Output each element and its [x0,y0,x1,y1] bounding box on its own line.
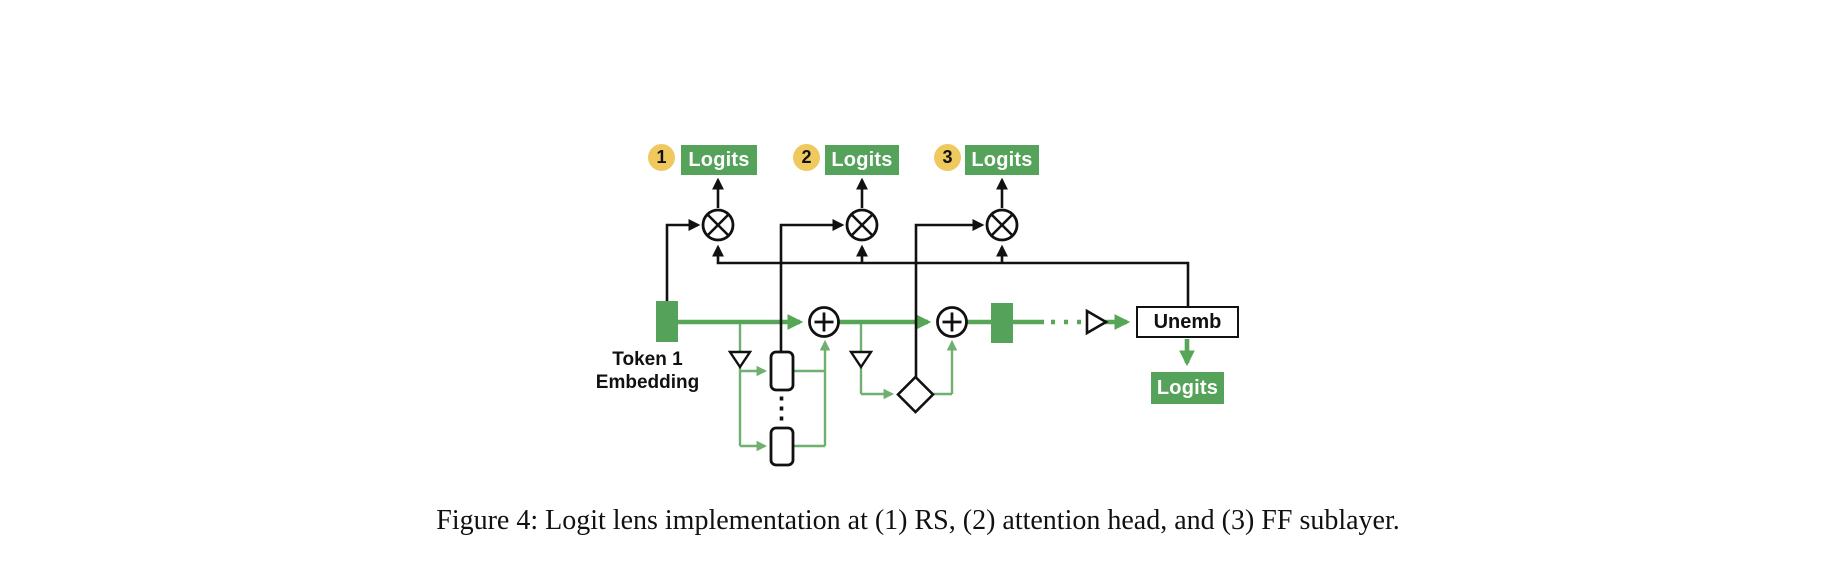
ff-readout-elbow [914,219,985,377]
layernorm-triangle-attn [727,350,753,370]
rs-readout-elbow [665,219,701,301]
logits-box-rs: Logits [681,145,757,175]
attention-head-box-2 [769,426,795,467]
ff-diamond [896,375,935,414]
unemb-box: Unemb [1136,306,1239,338]
final-layernorm-triangle [1085,308,1109,336]
hidden-state-bar [991,303,1013,343]
multiply-node-1 [701,208,735,242]
token-embedding-label-line1: Token 1 [612,349,683,370]
logits-box-attn: Logits [825,145,899,175]
add-nodes [808,306,968,338]
attention-branch-connector [738,324,831,452]
probe-badge-3: 3 [934,144,961,171]
unemb-feed-line [712,244,1190,306]
ff-branch-connector [859,324,958,400]
token-embedding-bar [656,301,678,342]
probe-badge-1: 1 [648,144,675,171]
multiply-nodes [701,208,1019,242]
token-embedding-label: Token 1 Embedding [570,348,725,394]
layernorm-triangle-ff [848,350,874,370]
figure-caption: Figure 4: Logit lens implementation at (… [436,505,1400,536]
add-node-2 [936,306,968,338]
multiply-node-3 [985,208,1019,242]
logits-box-ff: Logits [965,145,1039,175]
readout-connectors [665,177,1190,377]
attention-head-box-1 [769,350,795,392]
multiply-node-2 [845,208,879,242]
logits-box-output: Logits [1151,372,1224,404]
residual-stream-line [677,314,1195,367]
probe-badge-2: 2 [793,144,820,171]
add-node-1 [808,306,840,338]
attn-readout-elbow [779,219,845,352]
token-embedding-label-line2: Embedding [595,372,700,393]
